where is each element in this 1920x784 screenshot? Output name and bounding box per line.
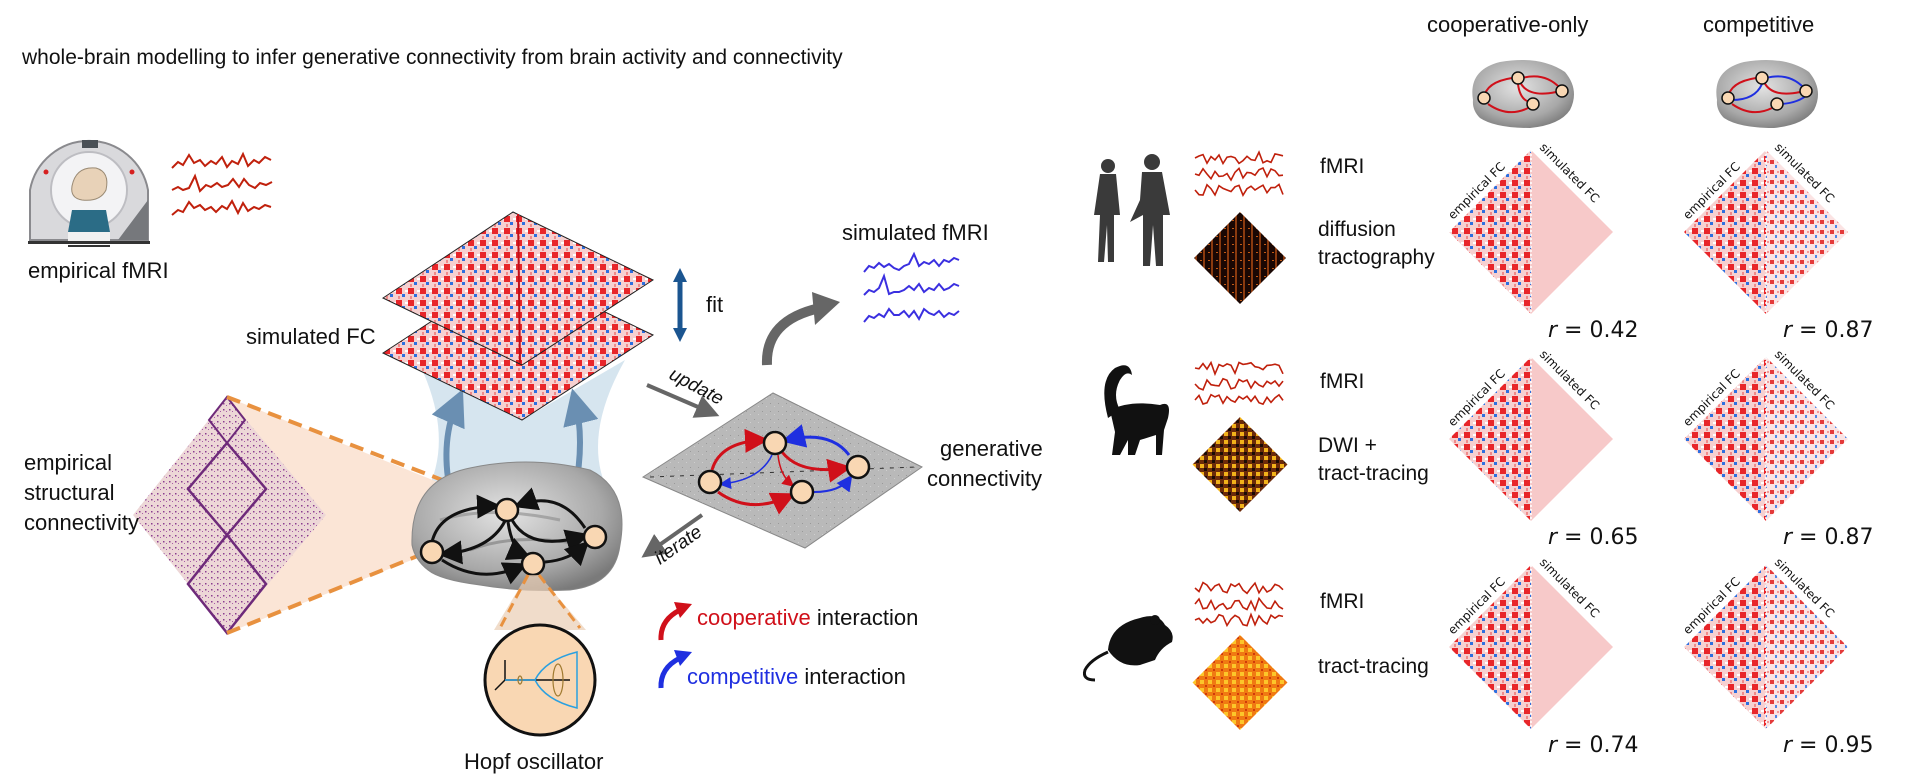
hopf-projection-line — [537, 574, 582, 629]
row-structural-label: tractography — [1318, 246, 1435, 269]
row-structural-label: DWI + — [1318, 434, 1377, 457]
generative-label-2: connectivity — [927, 466, 1042, 491]
empirical-fc-triangle — [1684, 357, 1766, 521]
correlation-value: r = 0.74 — [1548, 733, 1639, 758]
hopf-oscillator-icon — [483, 623, 597, 737]
legend-cooperative-keyword: cooperative — [697, 605, 811, 630]
simulated-fc-label: simulated FC — [246, 324, 376, 349]
row-structural-matrix — [1192, 417, 1288, 512]
row-structural-label: tract-tracing — [1318, 655, 1429, 678]
correlation-value: r = 0.87 — [1783, 525, 1874, 550]
simulated-fc-triangle — [1531, 565, 1613, 729]
legend-cooperative-rest: interaction — [810, 605, 919, 630]
row-fmri-trace — [1194, 393, 1284, 406]
brain-competitive-icon — [1716, 59, 1818, 129]
macaque-silhouette-icon — [1104, 365, 1169, 455]
node — [419, 539, 445, 565]
mouse-silhouette-icon — [1083, 615, 1173, 682]
row-fmri-trace — [1194, 581, 1284, 595]
legend-cooperative: cooperative interaction — [697, 605, 918, 631]
generative-label-1: generative — [940, 436, 1043, 461]
empirical-fc-triangle — [1684, 565, 1766, 729]
sc-projection-cone — [227, 397, 507, 633]
correlation-value: r = 0.87 — [1783, 318, 1874, 343]
correlation-value: r = 0.42 — [1548, 318, 1639, 343]
row-fmri-trace — [1194, 183, 1284, 197]
row-fmri-label: fMRI — [1320, 590, 1365, 613]
sc-matrix — [133, 397, 326, 633]
fit-arrow-icon — [673, 268, 687, 342]
competitive-arrow-icon — [658, 655, 682, 689]
cooperative-arrow-icon — [658, 607, 682, 641]
row-fmri-trace — [1194, 377, 1284, 391]
empirical-fc-triangle — [1449, 150, 1531, 314]
row-fmri-label: fMRI — [1320, 370, 1365, 393]
empirical-fmri-traces — [171, 151, 273, 216]
fit-label: fit — [706, 292, 724, 317]
generative-network — [710, 424, 853, 515]
simulated-fmri-traces — [863, 251, 960, 323]
brain-network — [411, 461, 623, 591]
node — [697, 469, 723, 495]
row-structural-label: diffusion — [1318, 218, 1396, 241]
row-fmri-trace — [1194, 612, 1284, 628]
fc-diagonal — [517, 213, 521, 364]
simulate-arrow-head — [812, 292, 840, 325]
row-fmri-label: fMRI — [1320, 155, 1365, 178]
correlation-value: r = 0.95 — [1783, 733, 1874, 758]
simulated-fc-triangle — [1766, 150, 1848, 314]
hopf-projection-cone — [494, 575, 586, 630]
node — [845, 454, 871, 480]
simulated-fc-triangle — [1766, 357, 1848, 521]
simulated-fc-triangle — [1531, 150, 1613, 314]
sc-projection-line — [226, 551, 426, 635]
mri-scanner-icon — [28, 139, 150, 247]
row-fmri-trace — [1194, 596, 1284, 613]
legend-competitive: competitive interaction — [687, 664, 906, 690]
competitive-arrow-head — [674, 650, 692, 666]
node — [789, 479, 815, 505]
update-arrow-icon — [646, 383, 720, 418]
node — [582, 524, 608, 550]
cooperative-arrow-head — [674, 602, 692, 618]
iterate-arrow-icon — [641, 513, 704, 558]
legend-competitive-keyword: competitive — [687, 664, 799, 689]
row-structural-matrix — [1194, 212, 1286, 304]
plane-diagonal — [649, 466, 919, 478]
hopf-projection-line — [498, 574, 530, 629]
row-fmri-trace — [1194, 166, 1284, 182]
empirical-fc-triangle — [1449, 357, 1531, 521]
empirical-sc-label-3: connectivity — [24, 510, 139, 535]
correlation-value: r = 0.65 — [1548, 525, 1639, 550]
brain-cooperative-icon — [1472, 59, 1574, 129]
empirical-sc-label-1: empirical — [24, 450, 113, 475]
row-fmri-trace — [1194, 360, 1284, 377]
row-structural-label: tract-tracing — [1318, 462, 1429, 485]
figure-title: whole-brain modelling to infer generativ… — [22, 46, 843, 69]
node — [762, 430, 788, 456]
empirical-sc-label-2: structural — [24, 480, 115, 505]
legend-competitive-rest: interaction — [798, 664, 906, 689]
simulate-arrow-icon — [761, 303, 822, 366]
simulated-fc-triangle — [1766, 565, 1848, 729]
empirical-fmri-label: empirical fMRI — [28, 258, 169, 283]
generative-connectivity-plane — [641, 392, 923, 549]
simulated-fc-triangle — [1531, 357, 1613, 521]
column-header-competitive: competitive — [1703, 12, 1815, 37]
empirical-fc-triangle — [1449, 565, 1531, 729]
row-structural-matrix — [1192, 635, 1288, 730]
human-silhouette-icon — [1094, 154, 1170, 266]
node — [494, 497, 520, 523]
hopf-label: Hopf oscillator — [464, 749, 604, 774]
empirical-fc-triangle — [1684, 150, 1766, 314]
column-header-cooperative: cooperative-only — [1427, 12, 1589, 37]
row-fmri-trace — [1194, 150, 1284, 166]
simulated-fmri-label: simulated fMRI — [842, 220, 989, 245]
